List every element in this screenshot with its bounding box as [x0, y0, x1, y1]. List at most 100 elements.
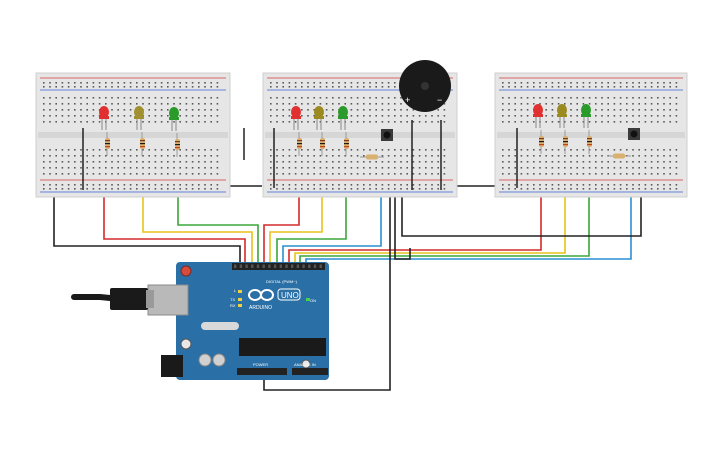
breadboard-hole[interactable] — [216, 173, 219, 175]
breadboard-hole[interactable] — [514, 173, 516, 175]
breadboard-hole[interactable] — [663, 86, 665, 88]
breadboard-hole[interactable] — [142, 149, 144, 151]
breadboard-hole[interactable] — [142, 155, 144, 157]
breadboard-hole[interactable] — [632, 184, 634, 186]
breadboard-hole[interactable] — [270, 115, 272, 117]
breadboard-hole[interactable] — [325, 155, 328, 157]
breadboard-hole[interactable] — [319, 188, 322, 190]
breadboard-hole[interactable] — [344, 188, 346, 190]
breadboard-hole[interactable] — [191, 121, 194, 123]
breadboard-hole[interactable] — [595, 188, 597, 190]
breadboard-hole[interactable] — [111, 173, 113, 175]
breadboard-hole[interactable] — [437, 188, 439, 190]
breadboard-hole[interactable] — [663, 103, 665, 105]
breadboard-hole[interactable] — [198, 173, 200, 175]
breadboard-hole[interactable] — [443, 115, 446, 117]
breadboard-hole[interactable] — [43, 184, 45, 186]
breadboard-hole[interactable] — [443, 161, 446, 163]
breadboard-hole[interactable] — [142, 103, 144, 105]
breadboard-hole[interactable] — [650, 103, 653, 105]
breadboard-hole[interactable] — [129, 173, 132, 175]
breadboard-hole[interactable] — [545, 82, 547, 84]
header-pin[interactable] — [234, 264, 237, 269]
breadboard-hole[interactable] — [123, 115, 126, 117]
breadboard-hole[interactable] — [148, 161, 150, 163]
breadboard-hole[interactable] — [657, 86, 659, 88]
breadboard-hole[interactable] — [80, 161, 82, 163]
breadboard-hole[interactable] — [179, 115, 181, 117]
breadboard-hole[interactable] — [508, 155, 510, 157]
breadboard-hole[interactable] — [319, 97, 322, 99]
breadboard-hole[interactable] — [301, 167, 303, 169]
breadboard-hole[interactable] — [363, 86, 365, 88]
breadboard-hole[interactable] — [80, 109, 82, 111]
breadboard-hole[interactable] — [154, 161, 157, 163]
breadboard-hole[interactable] — [669, 149, 671, 151]
breadboard-hole[interactable] — [502, 161, 504, 163]
breadboard-hole[interactable] — [307, 97, 309, 99]
breadboard-hole[interactable] — [282, 184, 284, 186]
breadboard-hole[interactable] — [61, 103, 64, 105]
breadboard-hole[interactable] — [520, 109, 523, 111]
breadboard-hole[interactable] — [425, 167, 427, 169]
breadboard-hole[interactable] — [400, 149, 402, 151]
breadboard-hole[interactable] — [601, 97, 603, 99]
breadboard-hole[interactable] — [663, 184, 665, 186]
breadboard-hole[interactable] — [514, 103, 516, 105]
breadboard-hole[interactable] — [288, 167, 291, 169]
breadboard-hole[interactable] — [325, 149, 328, 151]
breadboard-hole[interactable] — [210, 149, 212, 151]
breadboard-hole[interactable] — [270, 82, 272, 84]
breadboard-hole[interactable] — [437, 155, 439, 157]
breadboard-hole[interactable] — [443, 103, 446, 105]
breadboard-hole[interactable] — [288, 115, 291, 117]
breadboard-hole[interactable] — [338, 184, 340, 186]
breadboard-hole[interactable] — [43, 188, 45, 190]
breadboard-hole[interactable] — [210, 161, 212, 163]
breadboard-hole[interactable] — [626, 109, 628, 111]
breadboard-hole[interactable] — [61, 149, 64, 151]
breadboard-hole[interactable] — [148, 115, 150, 117]
breadboard-hole[interactable] — [191, 103, 194, 105]
header-pin[interactable] — [285, 264, 288, 269]
breadboard-hole[interactable] — [129, 149, 132, 151]
breadboard-hole[interactable] — [657, 109, 659, 111]
breadboard-hole[interactable] — [148, 103, 150, 105]
breadboard-hole[interactable] — [381, 149, 384, 151]
breadboard-hole[interactable] — [619, 103, 622, 105]
breadboard-hole[interactable] — [443, 155, 446, 157]
breadboard-hole[interactable] — [539, 103, 541, 105]
breadboard-hole[interactable] — [545, 121, 547, 123]
breadboard-hole[interactable] — [319, 86, 322, 88]
breadboard-hole[interactable] — [526, 161, 529, 163]
breadboard-hole[interactable] — [551, 167, 554, 169]
breadboard-hole[interactable] — [338, 155, 340, 157]
breadboard-hole[interactable] — [437, 121, 439, 123]
breadboard-hole[interactable] — [619, 86, 622, 88]
breadboard-hole[interactable] — [160, 97, 163, 99]
breadboard[interactable] — [494, 72, 688, 198]
breadboard-hole[interactable] — [425, 155, 427, 157]
breadboard-hole[interactable] — [313, 86, 315, 88]
breadboard-hole[interactable] — [601, 109, 603, 111]
breadboard-hole[interactable] — [582, 173, 585, 175]
breadboard-hole[interactable] — [294, 103, 297, 105]
breadboard-hole[interactable] — [595, 103, 597, 105]
breadboard-hole[interactable] — [55, 155, 57, 157]
breadboard-hole[interactable] — [650, 167, 653, 169]
breadboard-hole[interactable] — [288, 161, 291, 163]
breadboard-hole[interactable] — [431, 167, 433, 169]
breadboard-hole[interactable] — [344, 149, 346, 151]
breadboard-hole[interactable] — [167, 155, 169, 157]
breadboard-hole[interactable] — [669, 121, 671, 123]
breadboard-hole[interactable] — [160, 109, 163, 111]
breadboard-hole[interactable] — [67, 86, 70, 88]
breadboard-hole[interactable] — [191, 167, 194, 169]
breadboard-hole[interactable] — [607, 149, 609, 151]
breadboard-hole[interactable] — [588, 97, 591, 99]
breadboard-hole[interactable] — [282, 109, 284, 111]
breadboard-hole[interactable] — [650, 109, 653, 111]
breadboard-hole[interactable] — [520, 121, 523, 123]
breadboard-hole[interactable] — [545, 184, 547, 186]
wire-black[interactable] — [394, 160, 411, 260]
